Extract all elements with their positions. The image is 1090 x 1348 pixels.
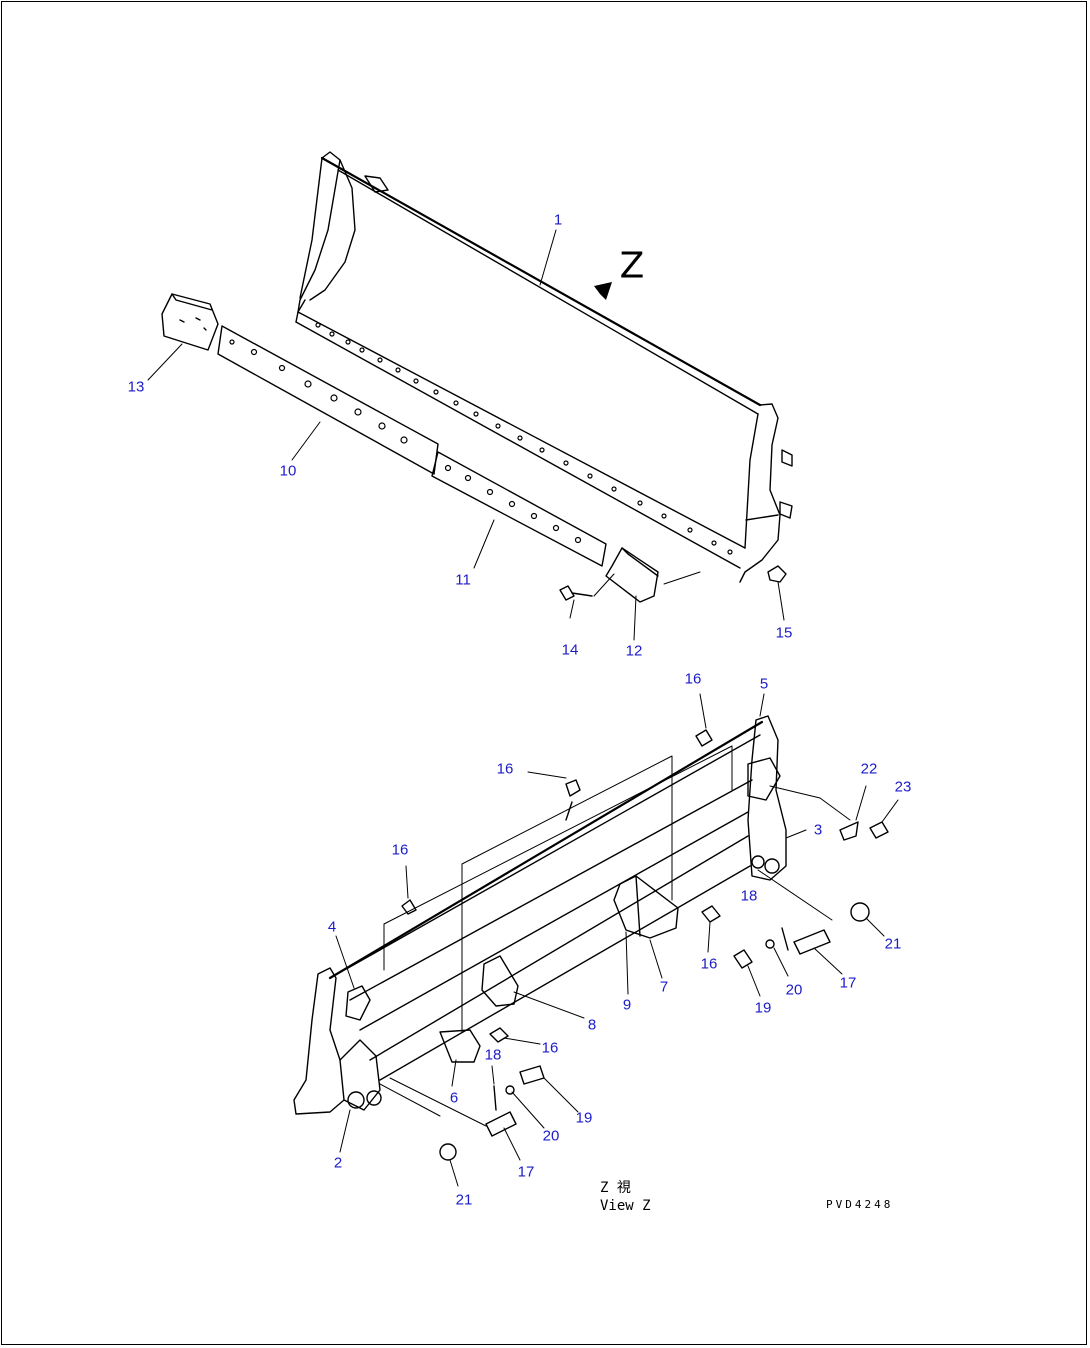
callout-19[interactable]: 19 (575, 1109, 593, 1127)
bucket-assembly (295, 151, 793, 583)
callout-13[interactable]: 13 (127, 378, 145, 396)
callout-16[interactable]: 16 (391, 841, 409, 859)
callout-8[interactable]: 8 (587, 1016, 597, 1034)
callout-4[interactable]: 4 (327, 918, 337, 936)
view-caption-en: View Z (600, 1198, 651, 1214)
callout-17[interactable]: 17 (517, 1163, 535, 1181)
callout-16[interactable]: 16 (684, 670, 702, 688)
callout-12[interactable]: 12 (625, 642, 643, 660)
callout-9[interactable]: 9 (622, 996, 632, 1014)
callout-3[interactable]: 3 (813, 821, 823, 839)
callout-19[interactable]: 19 (754, 999, 772, 1017)
callout-21[interactable]: 21 (884, 935, 902, 953)
callout-14[interactable]: 14 (561, 641, 579, 659)
callout-18[interactable]: 18 (484, 1046, 502, 1064)
coupler-frame (293, 693, 899, 1187)
callout-16[interactable]: 16 (496, 760, 514, 778)
callout-17[interactable]: 17 (839, 974, 857, 992)
callout-2[interactable]: 2 (333, 1154, 343, 1172)
view-caption-jp: Z 視 (600, 1180, 631, 1196)
cutting-edges (147, 293, 787, 641)
callout-10[interactable]: 10 (279, 462, 297, 480)
callout-16[interactable]: 16 (700, 955, 718, 973)
callout-20[interactable]: 20 (542, 1127, 560, 1145)
callout-1[interactable]: 1 (553, 211, 563, 229)
callout-23[interactable]: 23 (894, 778, 912, 796)
drawing-code: PVD4248 (826, 1198, 894, 1211)
callout-21[interactable]: 21 (455, 1191, 473, 1209)
callout-6[interactable]: 6 (449, 1089, 459, 1107)
callout-15[interactable]: 15 (775, 624, 793, 642)
callout-16[interactable]: 16 (541, 1039, 559, 1057)
callout-11[interactable]: 11 (455, 571, 471, 589)
callout-22[interactable]: 22 (860, 760, 878, 778)
callout-20[interactable]: 20 (785, 981, 803, 999)
callout-5[interactable]: 5 (759, 675, 769, 693)
view-z-marker: Z (619, 245, 645, 287)
callout-18[interactable]: 18 (740, 887, 758, 905)
callout-7[interactable]: 7 (659, 978, 669, 996)
